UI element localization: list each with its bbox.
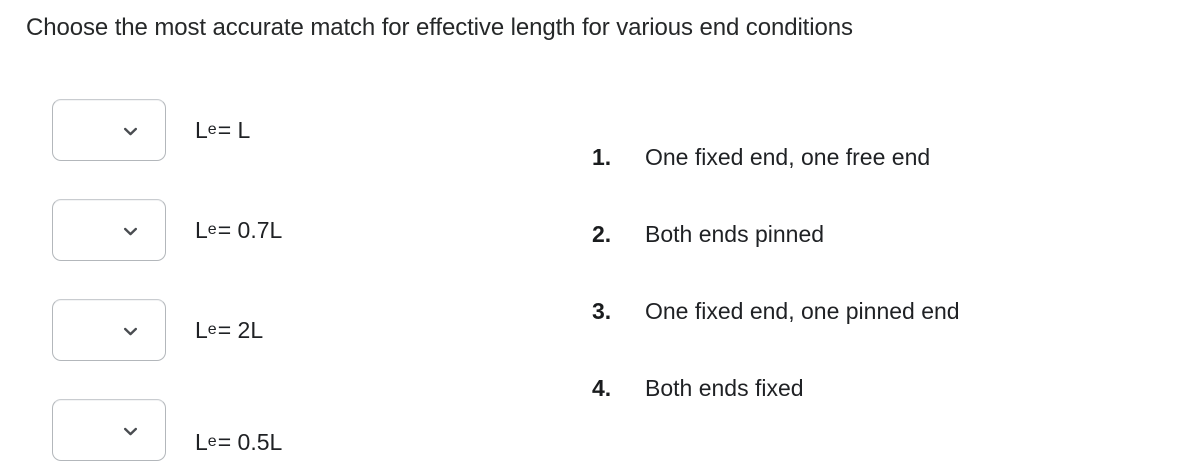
option-text: Both ends pinned [645, 221, 825, 247]
label-variable: L [195, 317, 208, 343]
option-number: 1. [592, 144, 612, 170]
label-expression: = 2L [217, 317, 264, 343]
chevron-down-icon [121, 122, 140, 141]
label-expression: = 0.7L [217, 217, 283, 243]
label-variable: L [195, 117, 208, 143]
list-item: 2. Both ends pinned [592, 219, 1112, 250]
option-number: 2. [592, 221, 612, 247]
question-prompt: Choose the most accurate match for effec… [26, 14, 853, 41]
effective-length-dropdown-3[interactable] [52, 299, 166, 361]
option-text: One fixed end, one free end [645, 144, 931, 170]
options-list: 1. One fixed end, one free end 2. Both e… [592, 142, 1112, 404]
chevron-down-icon [121, 322, 140, 341]
label-variable: L [195, 217, 208, 243]
label-expression: = L [217, 117, 251, 143]
option-text: One fixed end, one pinned end [645, 298, 960, 324]
chevron-down-icon [121, 422, 140, 441]
option-number: 3. [592, 298, 612, 324]
list-item: 3. One fixed end, one pinned end [592, 296, 1112, 327]
list-item: 4. Both ends fixed [592, 373, 1112, 404]
effective-length-dropdown-4[interactable] [52, 399, 166, 461]
option-number: 4. [592, 375, 612, 401]
chevron-down-icon [121, 222, 140, 241]
label-variable: L [195, 429, 208, 455]
label-expression: = 0.5L [217, 429, 283, 455]
list-item: 1. One fixed end, one free end [592, 142, 1112, 173]
option-text: Both ends fixed [645, 375, 804, 401]
effective-length-dropdown-1[interactable] [52, 99, 166, 161]
effective-length-dropdown-2[interactable] [52, 199, 166, 261]
